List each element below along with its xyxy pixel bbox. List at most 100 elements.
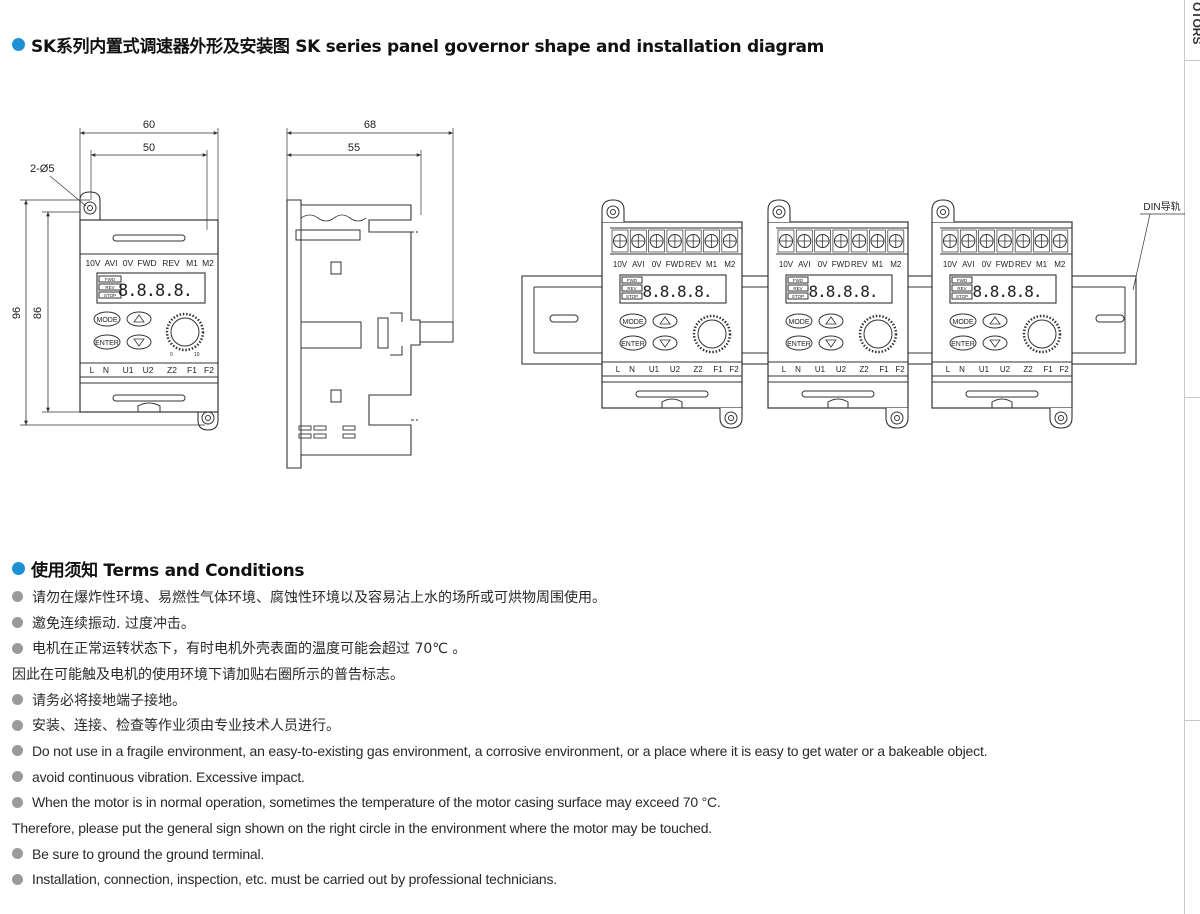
up-button[interactable] xyxy=(126,311,152,327)
terms-list-item: Installation, connection, inspection, et… xyxy=(12,867,1172,893)
section-heading-shape: SK系列内置式调速器外形及安装图 SK series panel governo… xyxy=(12,32,824,57)
display-digits: 8.8.8.8. xyxy=(642,282,711,301)
page-edge-rule xyxy=(1184,0,1185,914)
terminal-label: M1 xyxy=(872,260,884,269)
dim-depth-68: 68 xyxy=(364,119,376,131)
din-rail-label: DIN导轨 xyxy=(1143,200,1180,213)
terminal-label: FWD xyxy=(666,260,684,269)
terms-list-item-text: 安装、连接、检查等作业须由专业技术人员进行。 xyxy=(32,718,340,735)
terminal-label: Z2 xyxy=(1023,365,1033,374)
terminal-label: AVI xyxy=(104,258,117,268)
heading-bullet-icon xyxy=(12,562,25,575)
up-arrow-icon xyxy=(133,314,145,323)
terminal-label: 10V xyxy=(613,260,628,269)
terms-list-item-text: 因此在可能触及电机的使用环境下请加贴右圈所示的普告标志。 xyxy=(12,666,404,683)
down-button[interactable] xyxy=(982,335,1008,351)
terminal-label: M2 xyxy=(1054,260,1066,269)
speed-knob-icon[interactable] xyxy=(170,317,200,347)
terms-list-item-text: 电机在正常运转状态下，有时电机外壳表面的温度可能会超过 70℃ 。 xyxy=(32,641,467,658)
terminal-label: REV xyxy=(162,258,180,268)
terminal-label: M2 xyxy=(890,260,902,269)
enter-button-label: ENTER xyxy=(95,340,119,347)
terminal-screw-icon xyxy=(631,234,646,248)
terminal-screw-icon xyxy=(779,234,793,248)
mount-hole-icon xyxy=(772,205,786,219)
mount-hole-icon xyxy=(936,205,950,219)
down-button[interactable] xyxy=(126,334,152,350)
terminal-screw-icon xyxy=(943,234,957,248)
down-arrow-icon xyxy=(133,338,145,347)
enter-button[interactable] xyxy=(619,335,647,351)
section-heading-terms: 使用须知 Terms and Conditions xyxy=(12,556,305,581)
installation-diagram: 60 50 2-Ø5 96 86 10V AVI xyxy=(11,119,1185,469)
side-tab-label: OTORS xyxy=(1190,2,1200,45)
up-button[interactable] xyxy=(818,313,844,329)
up-arrow-icon xyxy=(989,316,1001,325)
enter-button[interactable] xyxy=(93,334,121,350)
terminal-label: L xyxy=(90,365,95,375)
indicator-label: REV xyxy=(957,286,966,291)
terms-list-item: Do not use in a fragile environment, an … xyxy=(12,738,1172,764)
terminal-label: Z2 xyxy=(167,365,177,375)
terminal-label: L xyxy=(782,365,787,374)
mode-button[interactable] xyxy=(93,311,121,327)
enter-button[interactable] xyxy=(785,335,813,351)
mount-hole-icon xyxy=(1054,411,1068,425)
terms-list-item: 邀免连续振动. 过度冲击。 xyxy=(12,610,1172,636)
speed-knob-icon[interactable] xyxy=(1027,319,1057,349)
terminal-label: 0V xyxy=(652,260,662,269)
down-button[interactable] xyxy=(652,335,678,351)
terminal-screw-icon xyxy=(815,234,830,248)
terminal-label: 10V xyxy=(943,260,958,269)
display-digits: 8.8.8.8. xyxy=(972,282,1041,301)
up-button[interactable] xyxy=(982,313,1008,329)
mount-hole-icon xyxy=(724,411,738,425)
terminal-label: U2 xyxy=(143,365,154,375)
dim-width-50: 50 xyxy=(143,142,155,154)
dim-holes: 2-Ø5 xyxy=(30,163,54,175)
terminal-label: 10V xyxy=(779,260,794,269)
terminal-label: L xyxy=(946,365,951,374)
list-bullet-icon xyxy=(12,617,23,629)
terminal-label: 0V xyxy=(818,260,828,269)
indicator-label: STOP xyxy=(626,294,638,299)
speed-knob-icon[interactable] xyxy=(863,319,893,349)
up-arrow-icon xyxy=(825,316,837,325)
terminal-label: FWD xyxy=(137,258,156,268)
indicator-label: STOP xyxy=(956,294,968,299)
shape-diagram-title: SK系列内置式调速器外形及安装图 SK series panel governo… xyxy=(31,37,825,57)
enter-button-label: ENTER xyxy=(951,341,975,348)
list-bullet-icon xyxy=(12,771,23,783)
terminal-label: N xyxy=(959,365,965,374)
terminal-label: F2 xyxy=(204,365,214,375)
terminal-label: F1 xyxy=(1043,365,1053,374)
list-bullet-icon xyxy=(12,591,23,603)
mode-button[interactable] xyxy=(619,313,647,329)
speed-knob-icon[interactable] xyxy=(697,319,727,349)
mode-button[interactable] xyxy=(785,313,813,329)
terminal-label: F2 xyxy=(1059,365,1069,374)
indicator-label: STOP xyxy=(792,294,804,299)
terminal-screw-icon xyxy=(833,234,848,248)
down-button[interactable] xyxy=(818,335,844,351)
mode-button-label: MODE xyxy=(97,317,118,324)
terminal-label: 0V xyxy=(982,260,992,269)
mount-hole-icon xyxy=(83,201,97,215)
terminal-label: REV xyxy=(1015,260,1032,269)
terminal-label: U1 xyxy=(815,365,826,374)
mode-button-label: MODE xyxy=(953,319,974,326)
indicator-label: REV xyxy=(105,285,114,290)
indicator-label: FWD xyxy=(627,278,638,283)
terminal-label: AVI xyxy=(962,260,974,269)
enter-button[interactable] xyxy=(949,335,977,351)
terminal-screw-icon xyxy=(1016,234,1031,248)
terminal-label: M2 xyxy=(724,260,736,269)
terminal-label: U2 xyxy=(1000,365,1011,374)
up-button[interactable] xyxy=(652,313,678,329)
down-arrow-icon xyxy=(989,339,1001,348)
mode-button[interactable] xyxy=(949,313,977,329)
dim-height-86: 86 xyxy=(32,307,44,319)
